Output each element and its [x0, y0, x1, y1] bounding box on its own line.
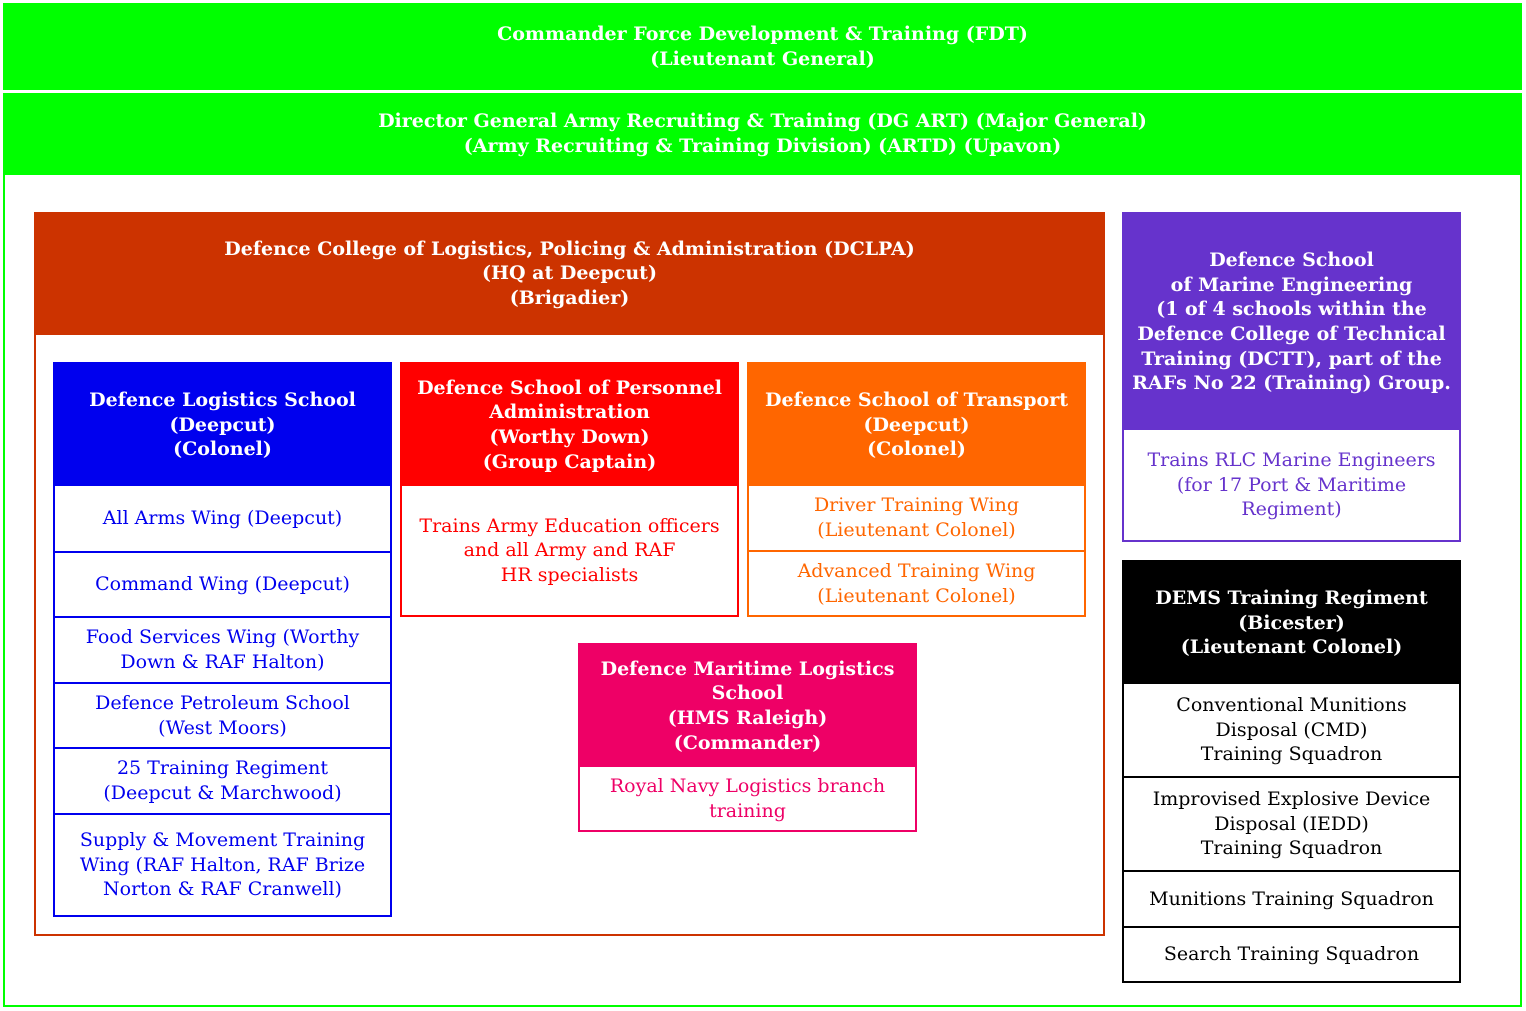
logistics-school-header: Defence Logistics School (Deepcut) (Colo… — [55, 364, 390, 486]
personnel-school-header: Defence School of Personnel Administrati… — [402, 364, 737, 486]
logistics-item: 25 Training Regiment (Deepcut & Marchwoo… — [55, 747, 390, 813]
dems-item: Munitions Training Squadron — [1124, 870, 1459, 926]
logistics-school-box: Defence Logistics School (Deepcut) (Colo… — [53, 362, 392, 917]
maritime-school-header: Defence Maritime Logistics School (HMS R… — [580, 645, 915, 767]
dems-item: Search Training Squadron — [1124, 926, 1459, 981]
logistics-item: Command Wing (Deepcut) — [55, 551, 390, 616]
transport-school-box: Defence School of Transport (Deepcut) (C… — [747, 362, 1086, 617]
transport-item: Driver Training Wing (Lieutenant Colonel… — [813, 494, 1020, 541]
maritime-school-box: Defence Maritime Logistics School (HMS R… — [578, 643, 917, 832]
dems-item: Improvised Explosive Device Disposal (IE… — [1124, 776, 1459, 870]
dg-art-box: Director General Army Recruiting & Train… — [3, 93, 1522, 175]
logistics-item: Defence Petroleum School (West Moors) — [55, 682, 390, 747]
dems-regiment-box: DEMS Training Regiment (Bicester) (Lieut… — [1122, 560, 1461, 983]
personnel-school-description: Trains Army Education officers and all A… — [419, 514, 720, 586]
marine-engineering-header: Defence School of Marine Engineering (1 … — [1124, 214, 1459, 430]
logistics-item: All Arms Wing (Deepcut) — [102, 507, 343, 530]
commander-fdt-box: Commander Force Development & Training (… — [3, 3, 1522, 90]
dclpa-header: Defence College of Logistics, Policing &… — [34, 212, 1105, 335]
logistics-item: Food Services Wing (Worthy Down & RAF Ha… — [55, 616, 390, 682]
personnel-school-box: Defence School of Personnel Administrati… — [400, 362, 739, 617]
maritime-school-description: Royal Navy Logistics branch training — [609, 774, 886, 822]
band-divider — [3, 90, 1522, 93]
marine-engineering-box: Defence School of Marine Engineering (1 … — [1122, 212, 1461, 542]
dems-regiment-header: DEMS Training Regiment (Bicester) (Lieut… — [1124, 562, 1459, 684]
marine-engineering-description: Trains RLC Marine Engineers (for 17 Port… — [1147, 449, 1436, 521]
transport-school-header: Defence School of Transport (Deepcut) (C… — [749, 364, 1084, 486]
transport-item: Advanced Training Wing (Lieutenant Colon… — [749, 550, 1084, 615]
logistics-item: Supply & Movement Training Wing (RAF Hal… — [55, 813, 390, 915]
dems-item: Conventional Munitions Disposal (CMD) Tr… — [1176, 694, 1407, 766]
